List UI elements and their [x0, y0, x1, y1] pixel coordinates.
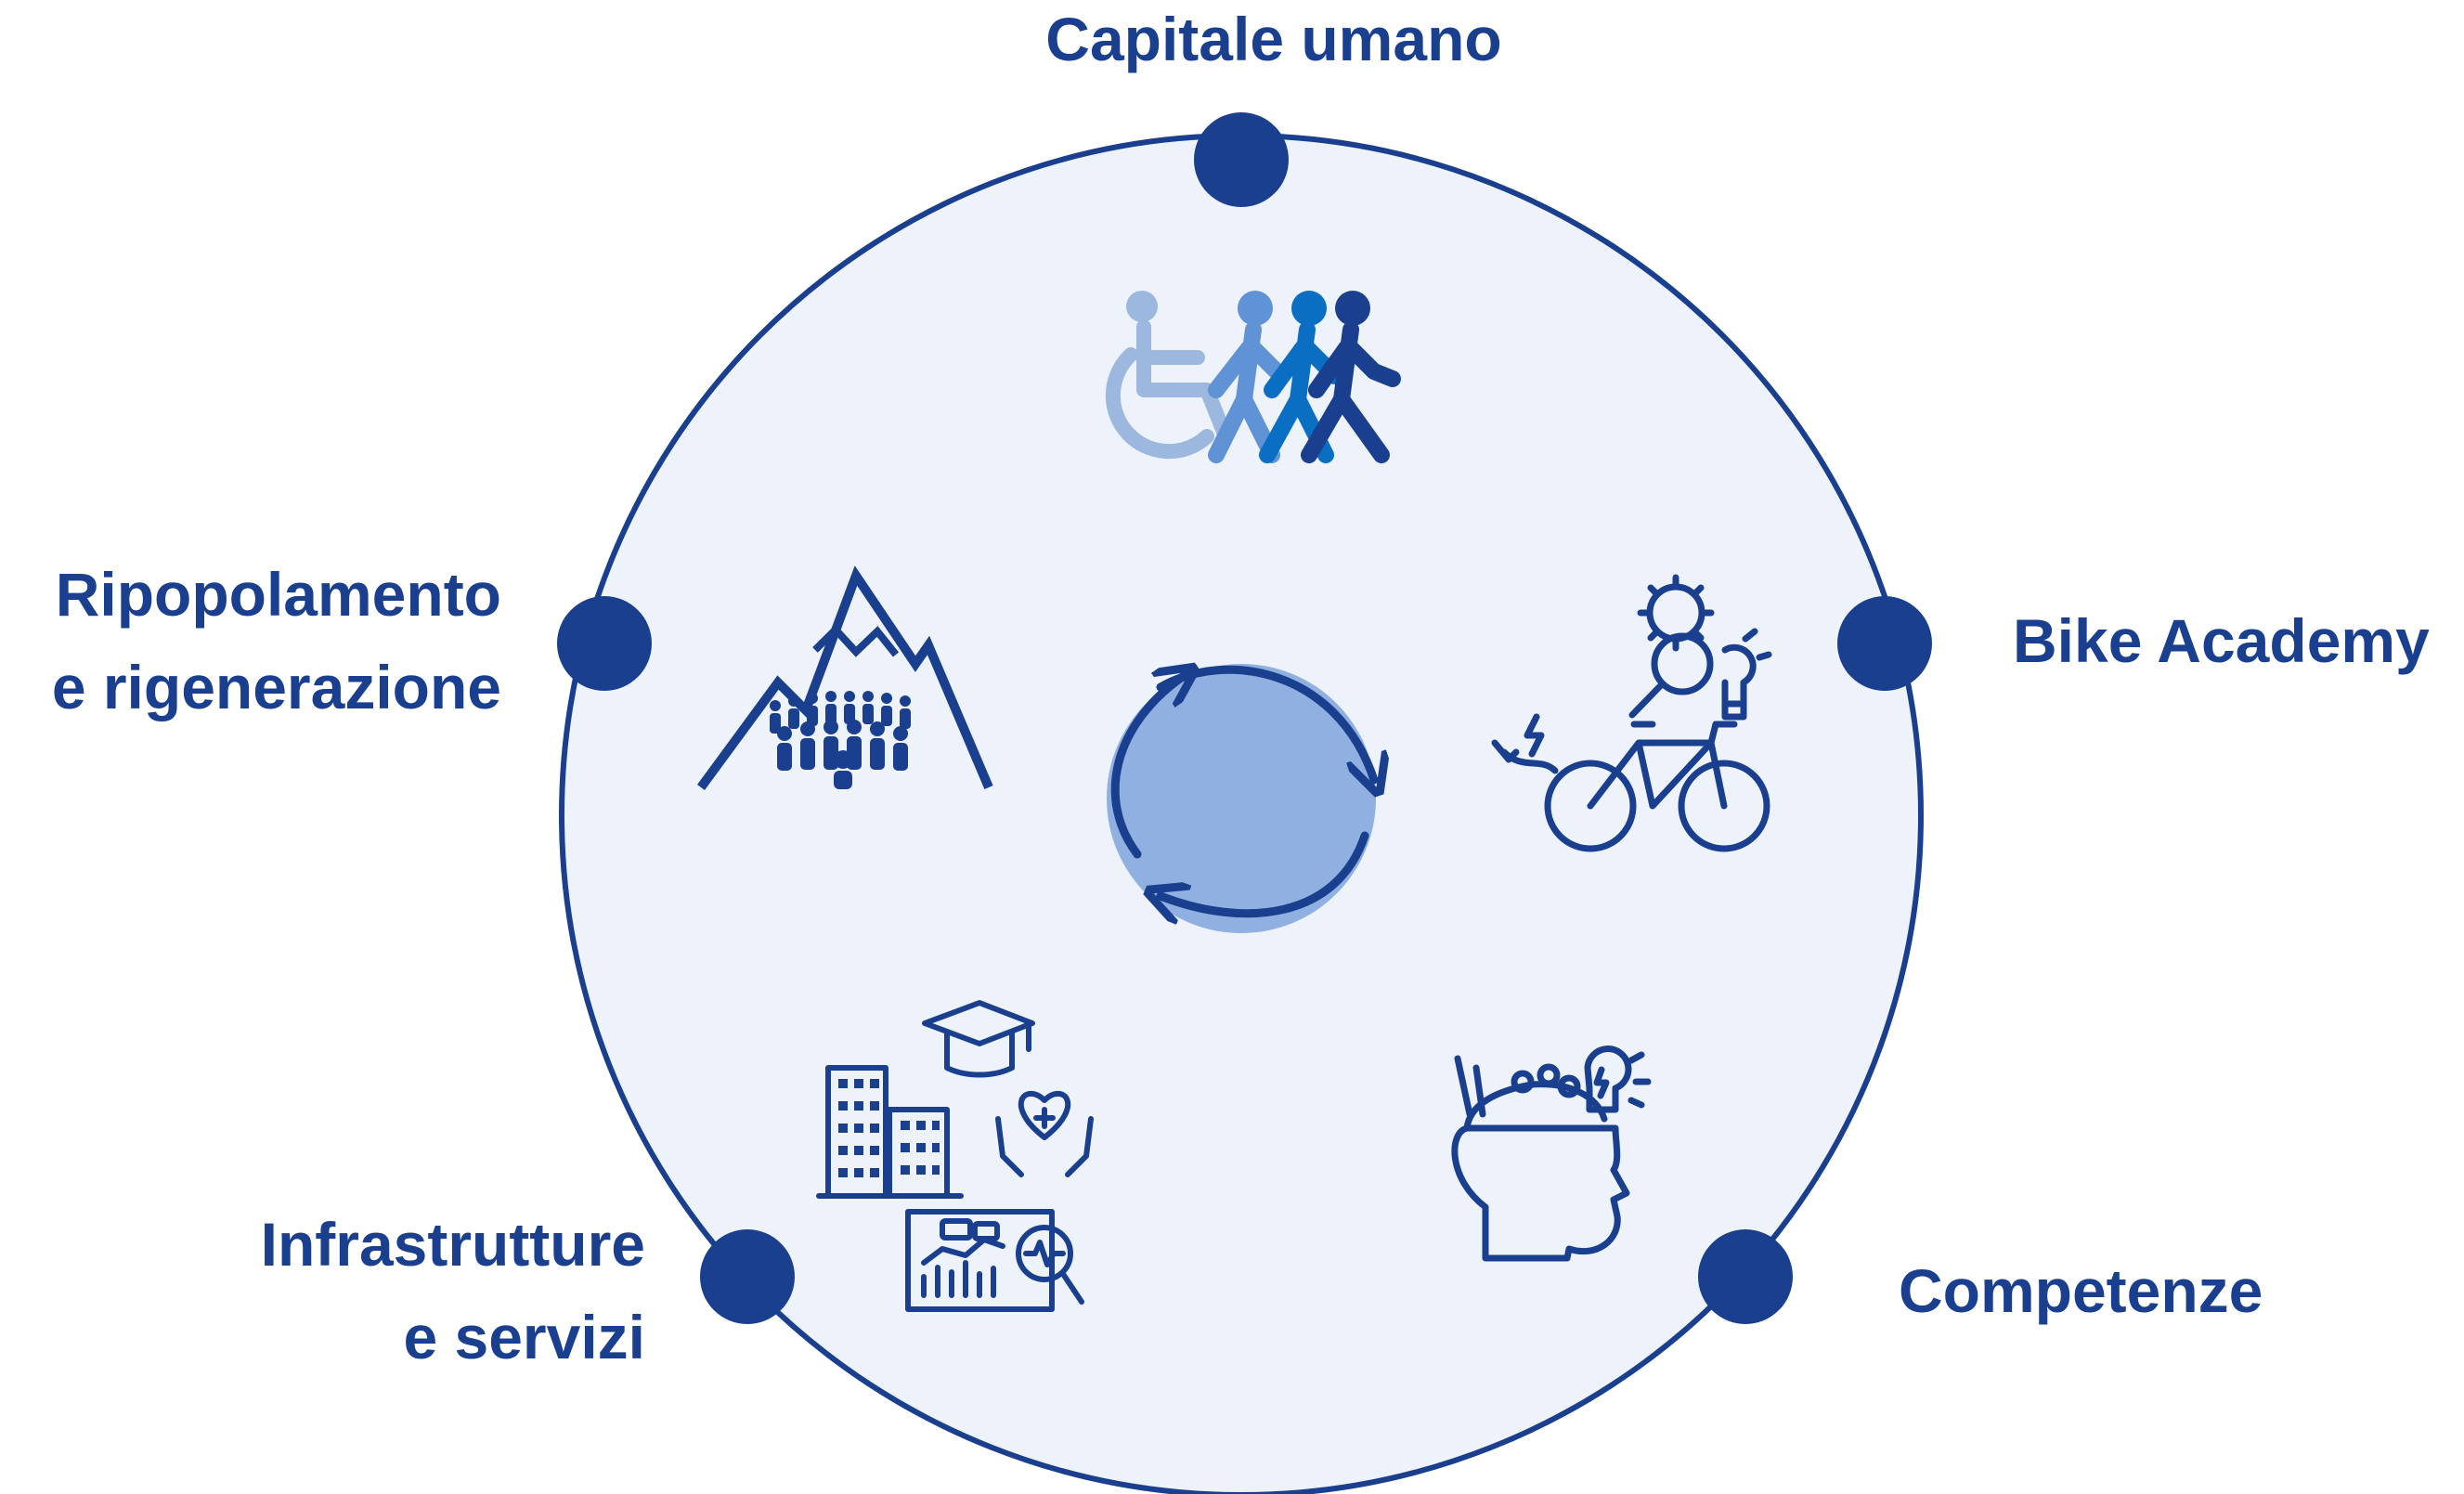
node-label-line: Ripopolamento [55, 560, 501, 629]
node-label-line: e rigenerazione [51, 653, 501, 721]
node-label-infrastrutture: Infrastrutture e servizi [139, 1198, 645, 1384]
people-walking-wheelchair-icon [1105, 291, 1401, 463]
services-infrastructure-icon [816, 1000, 1094, 1312]
node-label-line: Infrastrutture [260, 1210, 645, 1279]
node-dot-top [1194, 112, 1289, 207]
node-label-ripopolamento: Ripopolamento e rigenerazione [19, 548, 501, 734]
node-dot-bottom-right [1698, 1229, 1793, 1324]
node-dot-left [557, 596, 652, 691]
node-dot-bottom-left [700, 1229, 795, 1324]
node-label-capitale-umano: Capitale umano [836, 0, 1712, 85]
node-label-line: Capitale umano [1045, 5, 1502, 73]
node-dot-right [1837, 596, 1932, 691]
node-label-line: Competenze [1899, 1256, 2263, 1325]
node-label-line: Bike Academy [2013, 606, 2430, 675]
node-label-competenze: Competenze [1899, 1244, 2316, 1337]
head-knowledge-icon [1451, 1046, 1652, 1262]
node-label-line: e servizi [403, 1303, 645, 1371]
mountain-community-icon [696, 565, 993, 790]
cycle-arrows-icon [1107, 664, 1376, 933]
node-label-bike-academy: Bike Academy [2013, 594, 2458, 687]
e-bike-innovation-icon [1491, 574, 1772, 852]
